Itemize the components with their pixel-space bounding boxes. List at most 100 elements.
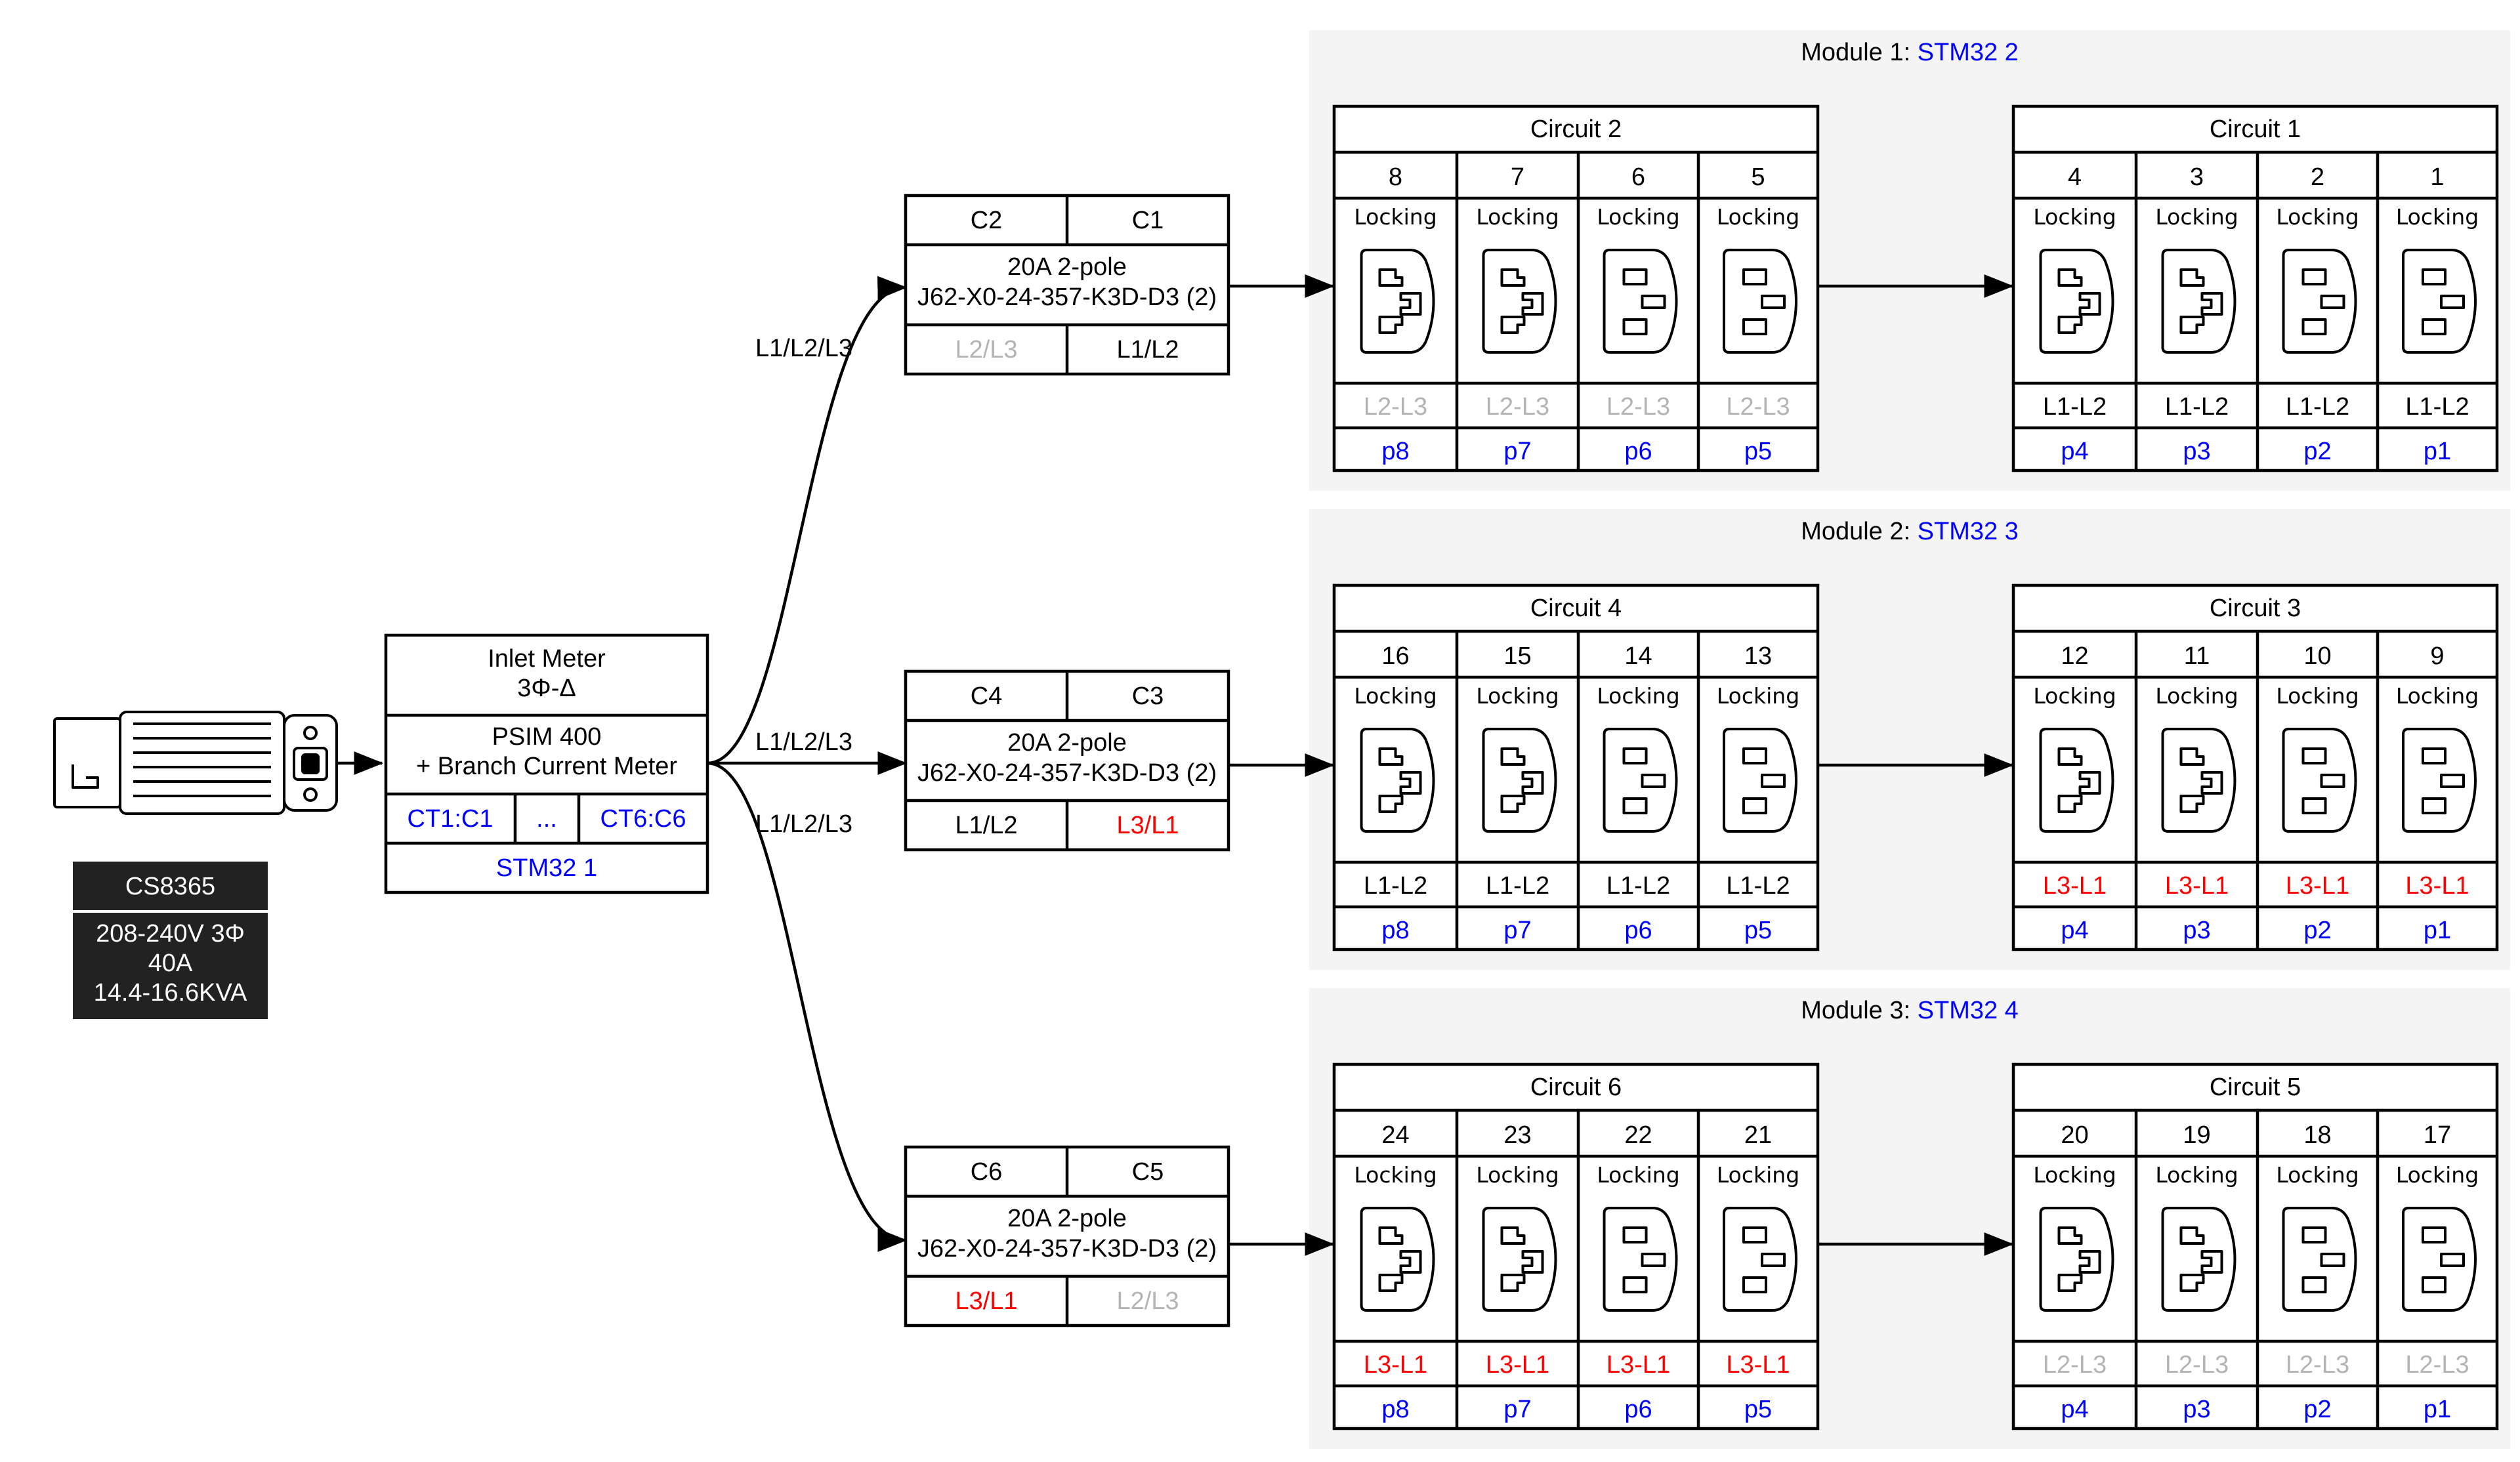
outlet-slot — [1761, 774, 1786, 788]
outlet-outline — [1482, 1207, 1557, 1312]
outlet-type: Locking — [1597, 1162, 1679, 1188]
outlet-type: Locking — [2276, 683, 2359, 709]
outlet-slot — [1378, 1274, 1404, 1292]
outlet-slot — [1500, 795, 1526, 813]
outlet-outline — [1360, 249, 1435, 354]
outlet-port-link[interactable]: p6 — [1624, 1396, 1652, 1423]
circuit-title: Circuit 4 — [1530, 595, 1622, 622]
outlet-port-link[interactable]: p8 — [1381, 438, 1409, 465]
outlet-port-link[interactable]: p1 — [2424, 438, 2451, 465]
inlet-controller-link[interactable]: STM32 1 — [496, 854, 597, 882]
outlet-port-link[interactable]: p3 — [2183, 917, 2210, 944]
outlet-slot — [2200, 771, 2223, 795]
ct-cell-first[interactable]: CT1:C1 — [408, 805, 494, 833]
outlet-port-link[interactable]: p2 — [2303, 1396, 2331, 1423]
outlet-slot — [1378, 268, 1404, 287]
outlet-port-link[interactable]: p7 — [1503, 1396, 1531, 1423]
circuit-title: Circuit 6 — [1530, 1074, 1622, 1101]
outlet-outline — [2039, 1207, 2114, 1312]
outlet-port-link[interactable]: p2 — [2303, 438, 2331, 465]
outlet-slot — [1378, 747, 1404, 766]
outlet-port-link[interactable]: p2 — [2303, 917, 2331, 944]
outlet-port-link[interactable]: p1 — [2424, 1396, 2451, 1423]
breaker-circuit-label: C3 — [1132, 682, 1164, 710]
circuit-title: Circuit 2 — [1530, 115, 1622, 143]
outlet-phase: L3-L1 — [1486, 1351, 1549, 1379]
outlet-slot — [2440, 774, 2465, 788]
module-title: Module 1: STM32 2 — [1801, 39, 2019, 66]
outlet-c13-icon — [2282, 1207, 2357, 1312]
outlet-slot — [2301, 268, 2327, 285]
outlet-slot — [2057, 268, 2083, 287]
outlet-number: 20 — [2061, 1121, 2088, 1149]
plug-model: CS8365 — [125, 873, 215, 900]
ct-cell-last[interactable]: CT6:C6 — [600, 805, 686, 833]
module-controller-link[interactable]: STM32 3 — [1918, 518, 2019, 545]
outlet-port-link[interactable]: p3 — [2183, 1396, 2210, 1423]
circuit-outline — [1332, 583, 1820, 951]
outlet-phase: L2-L3 — [1486, 393, 1549, 421]
outlet-port-link[interactable]: p4 — [2061, 1396, 2088, 1423]
outlet-outline — [1723, 1207, 1797, 1312]
outlet-outline — [2282, 728, 2357, 833]
breaker-phase: L3/L1 — [955, 1287, 1017, 1315]
outlet-phase: L2-L3 — [2405, 1351, 2469, 1379]
outlet-type: Locking — [2033, 1162, 2116, 1188]
outlet-slot — [1761, 1253, 1786, 1267]
outlet-port-link[interactable]: p8 — [1381, 917, 1409, 944]
outlet-c13-icon — [1603, 728, 1678, 833]
outlet-slot — [1521, 292, 1544, 316]
plug-spec-line-1: 208-240V 3Φ — [96, 920, 245, 948]
outlet-port-link[interactable]: p3 — [2183, 438, 2210, 465]
outlet-number: 7 — [1511, 163, 1524, 191]
outlet-port-link[interactable]: p6 — [1624, 438, 1652, 465]
outlet-slot — [2301, 747, 2327, 764]
outlet-number: 2 — [2311, 163, 2324, 191]
module-title: Module 2: STM32 3 — [1801, 518, 2019, 545]
outlet-slot — [1622, 1276, 1648, 1293]
outlet-outline — [1360, 1207, 1435, 1312]
inlet-meter-wiring: 3Φ-Δ — [517, 675, 576, 702]
outlet-port-link[interactable]: p5 — [1744, 917, 1772, 944]
outlet-port-link[interactable]: p5 — [1744, 438, 1772, 465]
outlet-number: 13 — [1744, 642, 1772, 670]
plug-spec-line-2: 40A — [148, 950, 193, 977]
outlet-type: Locking — [2155, 1162, 2238, 1188]
ct-cell-ellipsis[interactable]: ... — [536, 805, 557, 833]
outlet-port-link[interactable]: p6 — [1624, 917, 1652, 944]
outlet-slot — [1622, 797, 1648, 814]
outlet-port-link[interactable]: p8 — [1381, 1396, 1409, 1423]
outlet-port-link[interactable]: p4 — [2061, 438, 2088, 465]
outlet-outline — [1482, 249, 1557, 354]
outlet-slot — [1742, 268, 1767, 285]
outlet-slot — [2057, 1274, 2083, 1292]
outlet-slot — [1742, 1276, 1767, 1293]
outlet-number: 9 — [2430, 642, 2444, 670]
outlet-phase: L3-L1 — [1726, 1351, 1790, 1379]
outlet-slot — [1399, 1250, 1422, 1274]
module-controller-link[interactable]: STM32 4 — [1918, 997, 2019, 1024]
outlet-port-link[interactable]: p7 — [1503, 917, 1531, 944]
outlet-number: 1 — [2430, 163, 2444, 191]
module-controller-link[interactable]: STM32 2 — [1918, 39, 2019, 66]
outlet-type: Locking — [1717, 683, 1799, 709]
outlet-slot — [1378, 1226, 1404, 1245]
circuit-table: Circuit 14LockingL1-L2p43LockingL1-L2p32… — [2011, 104, 2499, 472]
outlet-type: Locking — [1354, 1162, 1437, 1188]
outlet-slot — [2422, 268, 2446, 285]
module-title: Module 3: STM32 4 — [1801, 997, 2019, 1024]
outlet-c13-icon — [1723, 1207, 1797, 1312]
breaker-phase: L1/L2 — [955, 812, 1017, 839]
outlet-outline — [1603, 728, 1678, 833]
outlet-port-link[interactable]: p4 — [2061, 917, 2088, 944]
meter-description: + Branch Current Meter — [416, 753, 677, 780]
outlet-port-link[interactable]: p5 — [1744, 1396, 1772, 1423]
outlet-port-link[interactable]: p1 — [2424, 917, 2451, 944]
outlet-outline — [2039, 728, 2114, 833]
outlet-outline — [2402, 728, 2477, 833]
outlet-slot — [2440, 295, 2465, 309]
outlet-slot — [1500, 1226, 1526, 1245]
outlet-port-link[interactable]: p7 — [1503, 438, 1531, 465]
